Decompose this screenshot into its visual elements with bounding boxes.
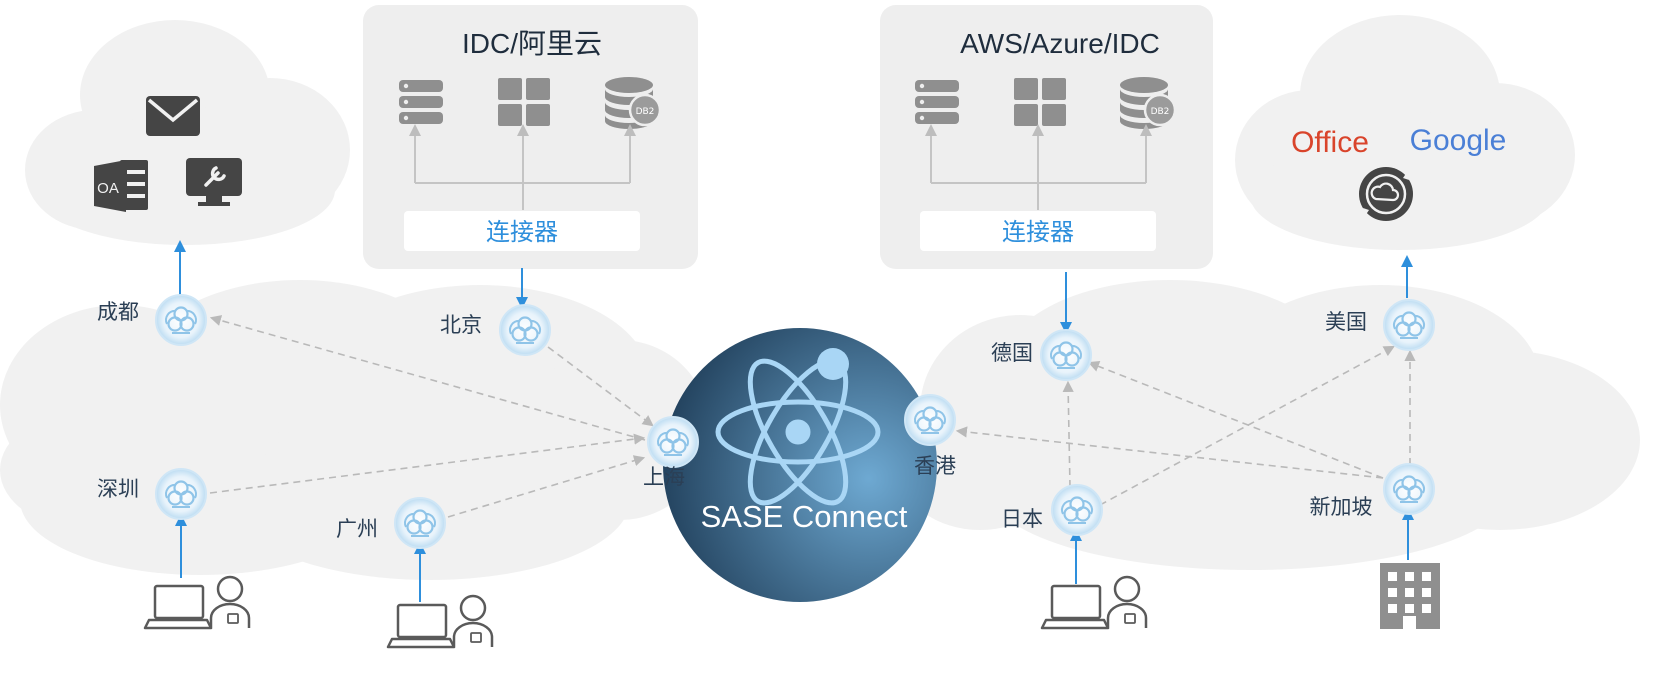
idc-aliyun-title: IDC/阿里云	[462, 28, 602, 59]
pop-node-guangzhou: 广州	[336, 496, 447, 550]
city-label: 深圳	[97, 477, 139, 501]
city-label: 广州	[336, 517, 378, 541]
db2-badge: DB2	[636, 107, 655, 117]
pop-node-shenzhen: 深圳	[97, 467, 208, 521]
db2-badge: DB2	[1151, 107, 1170, 117]
idc-aliyun-panel: IDC/阿里云 DB2 连接器	[363, 5, 698, 269]
pop-node-germany: 德国	[991, 328, 1093, 382]
pop-node-shanghai: 上海	[643, 415, 700, 489]
saas-cloud	[1235, 15, 1575, 250]
mesh-links	[209, 315, 1416, 518]
city-label: 上海	[643, 465, 685, 489]
sase-connect-label: SASE Connect	[701, 499, 908, 534]
server-icon	[399, 80, 443, 124]
laptop-user-icon	[143, 575, 251, 630]
google-logo: Google	[1410, 124, 1507, 157]
oa-app-icon: OA	[94, 160, 148, 212]
office-logo: Office	[1291, 126, 1369, 159]
building-icon	[1380, 563, 1440, 629]
connector-box	[404, 211, 640, 251]
connector-label: 连接器	[486, 218, 558, 246]
sync-cloud-icon	[1359, 167, 1413, 221]
pop-node-singapore: 新加坡	[1310, 462, 1436, 519]
city-label: 新加坡	[1310, 495, 1373, 519]
server-icon	[915, 80, 959, 124]
pop-node-japan: 日本	[1001, 483, 1104, 537]
pop-node-usa: 美国	[1325, 298, 1436, 352]
connector-box	[920, 211, 1156, 251]
monitor-tool-icon	[186, 158, 242, 206]
pop-node-beijing: 北京	[440, 303, 552, 357]
mail-icon	[146, 96, 200, 136]
city-label: 日本	[1001, 507, 1043, 531]
city-label: 德国	[991, 341, 1033, 365]
atom-icon	[715, 348, 881, 506]
laptop-user-icon	[1040, 575, 1148, 630]
aws-azure-panel: AWS/Azure/IDC DB2 连接器	[880, 5, 1213, 269]
city-label: 香港	[914, 454, 956, 478]
access-links	[174, 240, 1414, 602]
pop-node-chengdu: 成都	[97, 293, 208, 347]
aws-azure-title: AWS/Azure/IDC	[960, 28, 1160, 59]
oa-badge: OA	[97, 180, 119, 197]
pop-node-hongkong: 香港	[903, 393, 957, 478]
sase-core: SASE Connect	[663, 328, 937, 602]
city-label: 北京	[440, 313, 482, 337]
city-label: 成都	[97, 300, 139, 324]
connector-label: 连接器	[1002, 218, 1074, 246]
city-label: 美国	[1325, 310, 1367, 334]
laptop-user-icon	[386, 594, 494, 649]
